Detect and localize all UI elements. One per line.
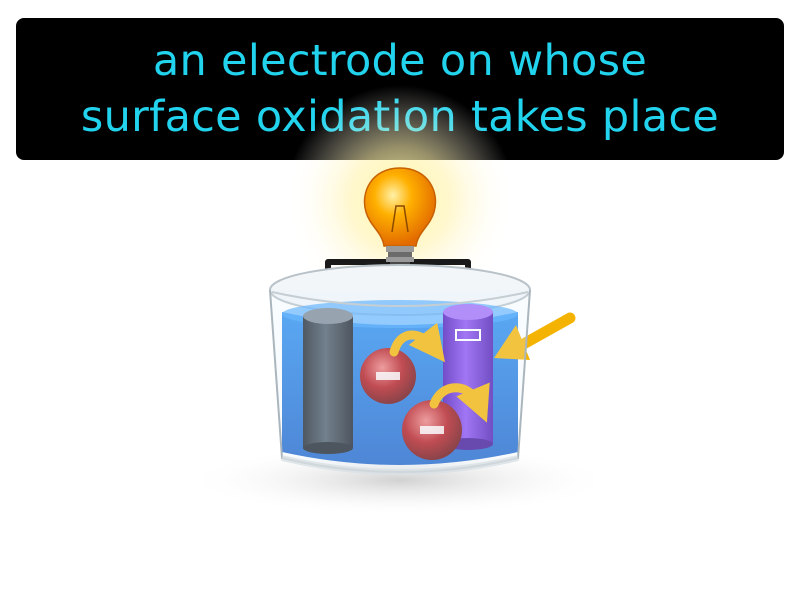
pointer-arrow-icon [494, 312, 576, 360]
cathode-electrode [303, 308, 353, 454]
electron-flow-arrow [389, 322, 490, 423]
beaker-glass [269, 289, 531, 473]
electron-icon [360, 348, 416, 404]
electron-icon [402, 400, 462, 460]
caption-line-1: an electrode on whose [152, 36, 648, 86]
anode-label-box [455, 329, 481, 341]
